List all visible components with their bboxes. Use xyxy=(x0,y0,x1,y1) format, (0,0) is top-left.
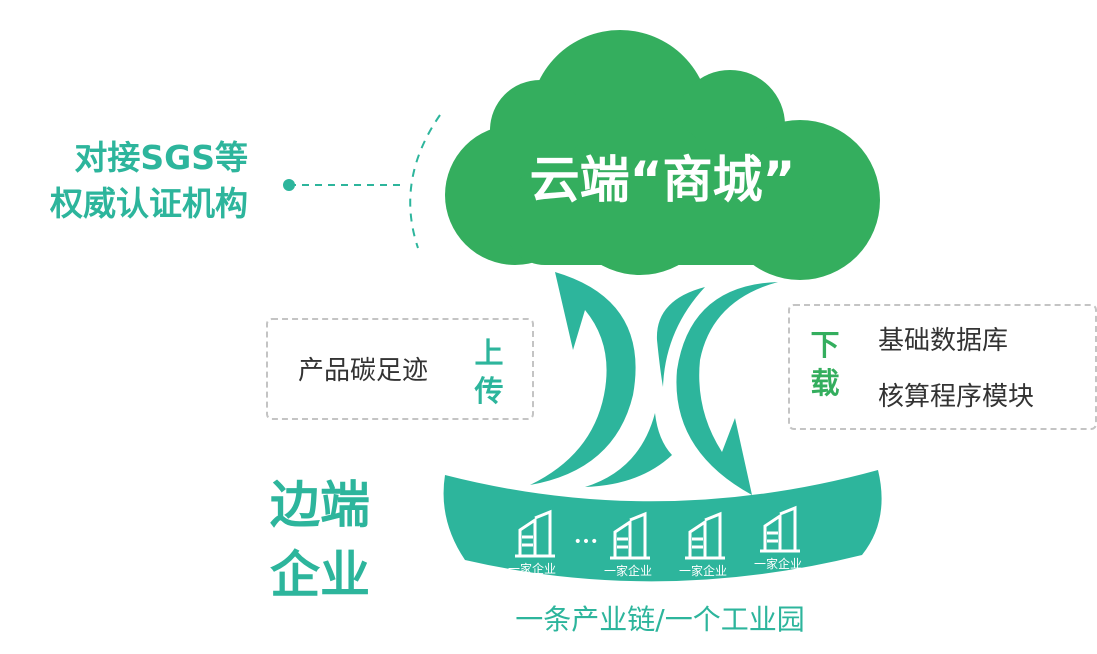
enterprise-label: 一家企业 xyxy=(678,564,727,578)
industry-chain-label: 一条产业链/一个工业园 xyxy=(515,603,805,636)
upload-label: 上传 xyxy=(474,336,504,408)
connector-dot xyxy=(283,179,295,191)
exchange-arrows xyxy=(530,272,778,495)
connector-piece-bottom xyxy=(585,413,672,487)
upload-box: 产品碳足迹 上传 xyxy=(266,318,534,420)
enterprise-label: 一家企业 xyxy=(753,557,802,571)
cloud-title: 云端“商城” xyxy=(529,151,796,209)
ellipsis: ••• xyxy=(573,534,599,550)
upload-arrow xyxy=(530,272,636,485)
upload-item: 产品碳足迹 xyxy=(298,356,429,386)
building-icon xyxy=(760,505,800,553)
building-icons xyxy=(515,505,800,560)
edge-enterprise-label: 边端 企业 xyxy=(270,470,400,610)
certification-line2: 权威认证机构 xyxy=(50,184,248,223)
download-label: 下载 xyxy=(810,328,840,400)
download-item: 核算程序模块 xyxy=(878,382,1035,412)
building-icon xyxy=(515,509,555,558)
download-arrow xyxy=(676,282,778,495)
edge-line1: 边端 xyxy=(270,476,370,534)
dashed-arc xyxy=(409,114,441,249)
enterprise-base xyxy=(443,470,882,582)
connector-piece-top xyxy=(656,287,705,387)
certification-line1: 对接SGS等 xyxy=(74,138,248,177)
certification-label: 对接SGS等 权威认证机构 xyxy=(8,135,248,227)
edge-line2: 企业 xyxy=(270,546,370,604)
download-item: 基础数据库 xyxy=(878,326,1009,356)
enterprise-label: 一家企业 xyxy=(507,562,556,576)
building-icon xyxy=(610,511,650,560)
cloud-shape xyxy=(445,30,880,280)
building-icon xyxy=(685,511,725,560)
download-box: 下载 基础数据库 核算程序模块 xyxy=(788,304,1097,430)
enterprise-label: 一家企业 xyxy=(603,564,652,578)
